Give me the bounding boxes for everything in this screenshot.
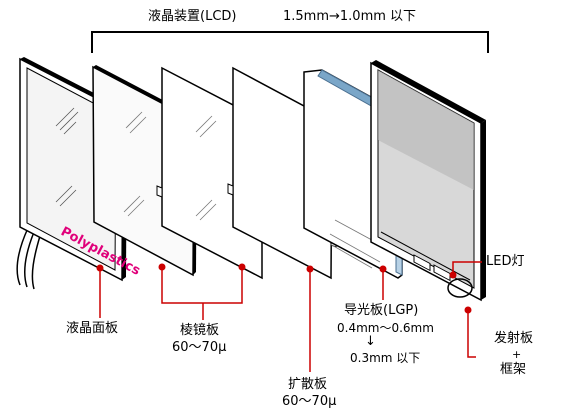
header-title: 液晶装置(LCD) bbox=[148, 9, 237, 24]
led-highlight bbox=[447, 278, 473, 298]
callout-dots bbox=[96, 263, 472, 314]
header-thickness: 1.5mm→1.0mm 以下 bbox=[283, 9, 417, 24]
lgp-target-label: 0.3mm 以下 bbox=[350, 351, 421, 365]
prism-thickness-label: 60～70μ bbox=[172, 340, 227, 355]
lcd-panel-label: 液晶面板 bbox=[66, 321, 119, 336]
lgp-label: 导光板(LGP) bbox=[344, 303, 419, 318]
frame-layer bbox=[370, 60, 486, 302]
reflector-plus: + bbox=[512, 348, 522, 361]
diffuser-label: 扩散板 bbox=[288, 377, 328, 392]
callout-lines bbox=[99, 261, 482, 372]
prism-sheet-label: 棱镜板 bbox=[180, 323, 220, 338]
lgp-arrow: ↓ bbox=[365, 334, 376, 349]
header-bracket bbox=[91, 31, 489, 53]
reflector-label: 发射板 bbox=[494, 331, 534, 346]
lgp-range-label: 0.4mm～0.6mm bbox=[337, 321, 434, 335]
flex-cable bbox=[16, 227, 41, 290]
frame-label: 框架 bbox=[500, 362, 527, 377]
diffuser-thickness-label: 60～70μ bbox=[282, 394, 337, 409]
led-label: LED灯 bbox=[486, 254, 525, 269]
